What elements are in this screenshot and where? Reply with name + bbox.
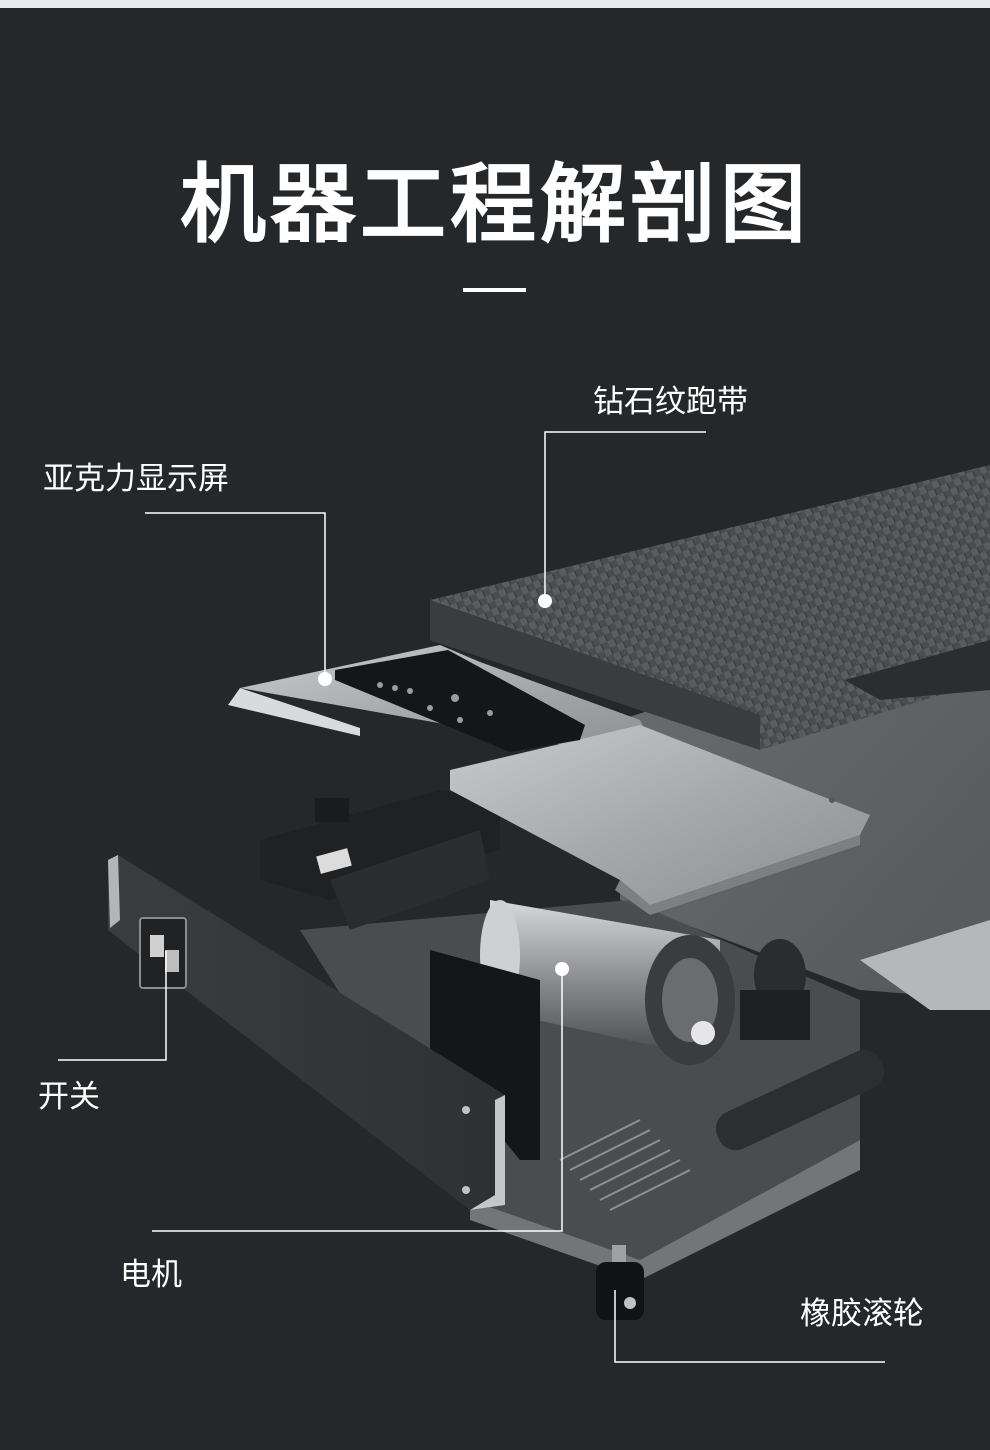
- leader-lines: [58, 431, 885, 1363]
- leader-line-belt: [544, 431, 706, 600]
- running-belt-part: [430, 465, 990, 750]
- side-panel: [108, 855, 505, 1210]
- callout-label-rubber-roller: 橡胶滚轮: [800, 1296, 924, 1332]
- control-board: [260, 790, 500, 930]
- callout-dots: [318, 594, 569, 976]
- callout-label-motor: 电机: [120, 1257, 182, 1293]
- leader-line-switch: [58, 951, 167, 1061]
- leader-line-motor: [152, 969, 563, 1232]
- callout-label-power-switch: 开关: [38, 1079, 100, 1115]
- leader-line-display: [145, 512, 326, 678]
- title-underline: [463, 288, 526, 292]
- callout-dot-motor: [555, 962, 569, 976]
- page-title: 机器工程解剖图: [180, 155, 810, 255]
- rubber-roller-part: [596, 1245, 644, 1320]
- top-strip: [0, 0, 990, 8]
- callout-label-running-belt: 钻石纹跑带: [593, 384, 748, 420]
- motor-part: [430, 900, 810, 1160]
- callout-dot-belt: [538, 594, 552, 608]
- leader-line-roller: [614, 1290, 885, 1363]
- top-cover: [228, 645, 870, 915]
- callout-dot-display: [318, 672, 332, 686]
- callout-label-acrylic-display: 亚克力显示屏: [43, 461, 229, 497]
